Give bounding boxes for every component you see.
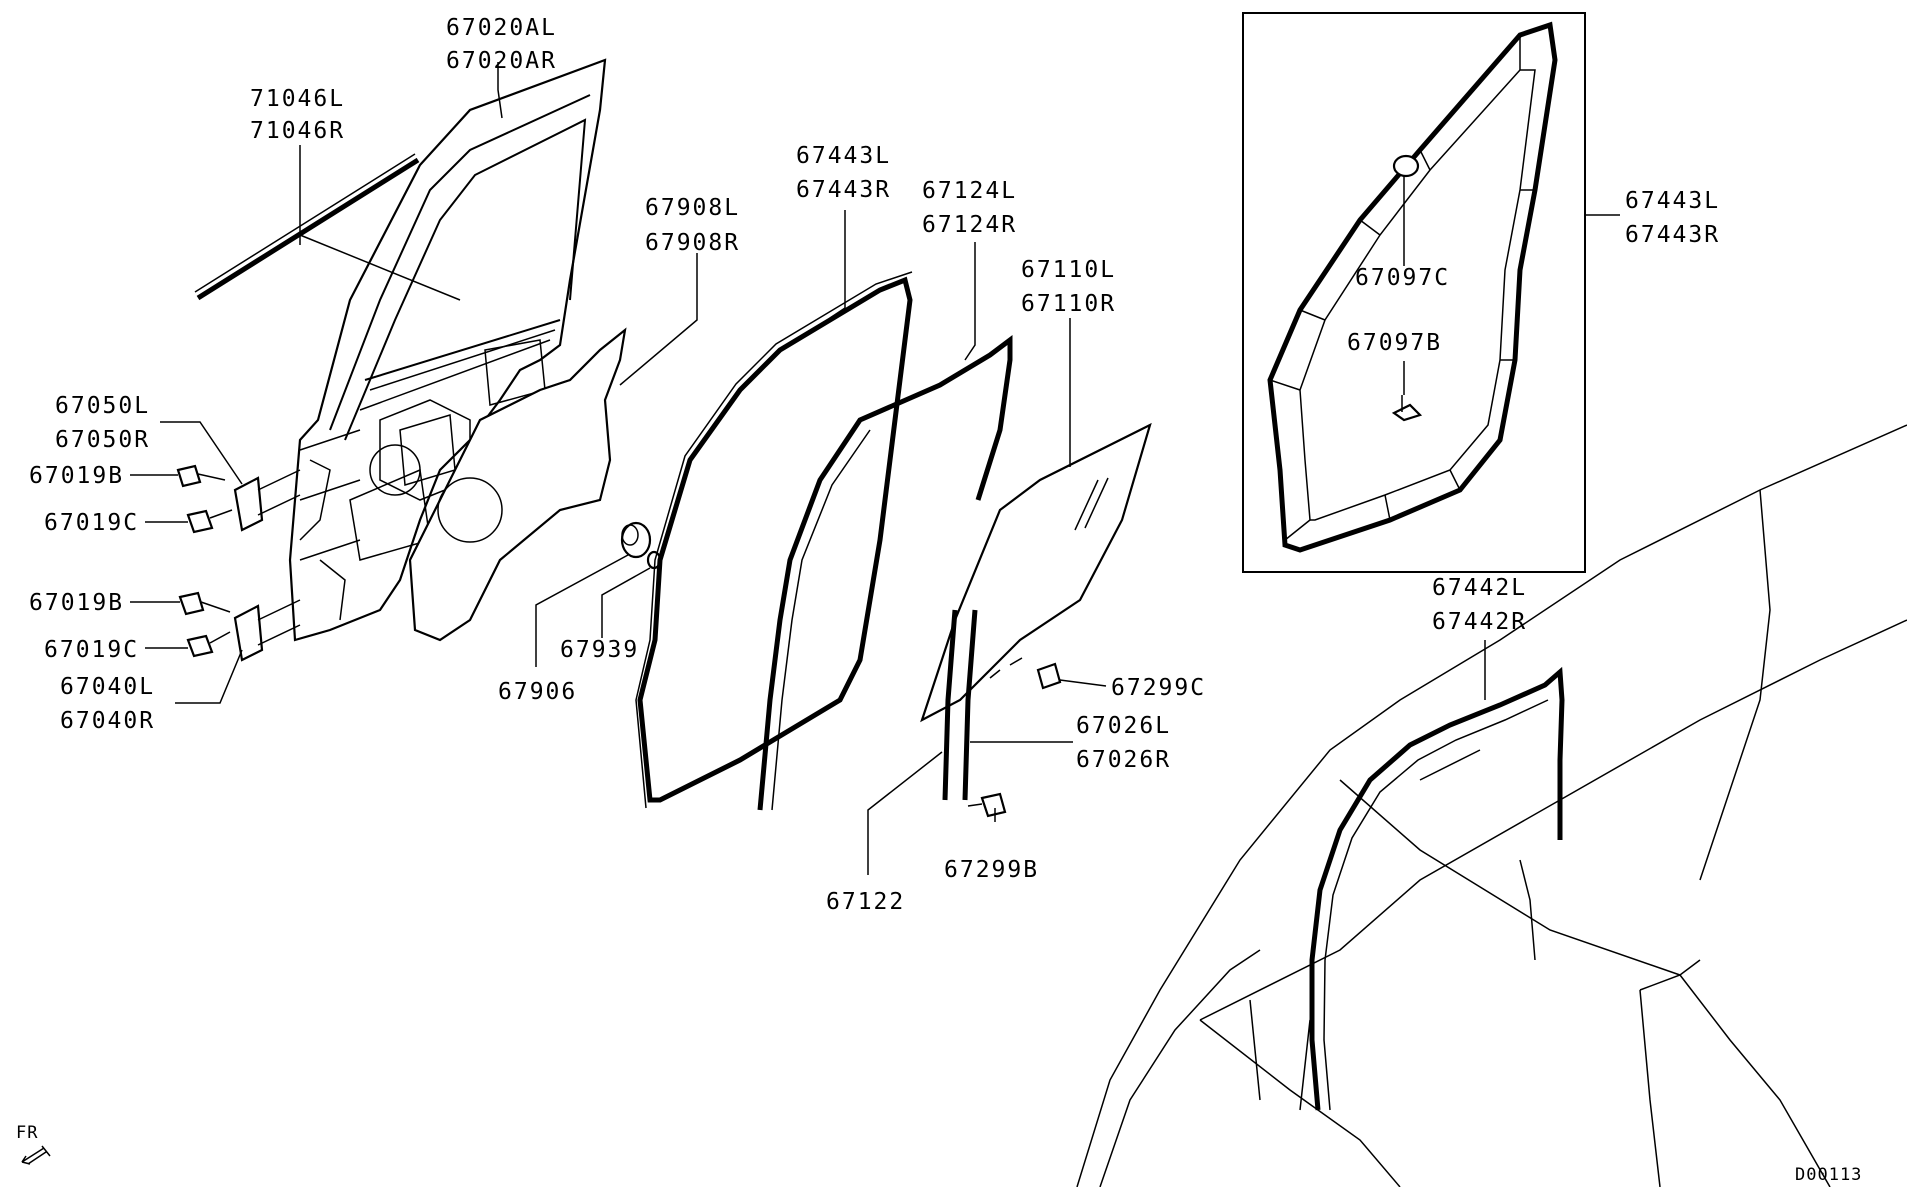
label-67019C-upper: 67019C — [44, 510, 139, 536]
callout-labels: 67020AL 67020AR 71046L 71046R 67050L 670… — [29, 15, 1720, 915]
lower-hinge-67040 — [233, 599, 301, 662]
glass-channel-67026 — [942, 609, 1023, 801]
belt-molding-71046 — [194, 153, 461, 301]
diagram-code: D00113 — [1795, 1165, 1862, 1185]
label-67019B-upper: 67019B — [29, 463, 124, 489]
front-direction-marker: FR — [16, 1123, 51, 1165]
label-67299C: 67299C — [1111, 675, 1206, 701]
label-71046R: 71046R — [250, 118, 345, 144]
label-67906: 67906 — [498, 679, 577, 705]
grommet-67906 — [620, 521, 652, 559]
label-67050L: 67050L — [55, 393, 150, 419]
label-67040R: 67040R — [60, 708, 155, 734]
label-67939: 67939 — [560, 637, 639, 663]
opening-weatherstrip-67443 — [635, 271, 913, 809]
upper-hinge-67050 — [233, 469, 301, 532]
label-67443R: 67443R — [796, 177, 891, 203]
label-67050R: 67050R — [55, 427, 150, 453]
glass-run-channel-67124 — [757, 335, 1013, 811]
label-71046L: 71046L — [250, 86, 345, 112]
label-67442L: 67442L — [1432, 575, 1527, 601]
door-glass-67110 — [920, 422, 1152, 723]
inset-weatherstrip-detail — [1242, 12, 1586, 573]
label-67443L: 67443L — [796, 143, 891, 169]
label-67020AR: 67020AR — [446, 48, 557, 74]
bolt-67019C-lower — [186, 631, 231, 658]
bolt-67299B — [967, 792, 1007, 818]
label-67299B: 67299B — [944, 857, 1039, 883]
label-67019C-lower: 67019C — [44, 637, 139, 663]
label-67026R: 67026R — [1076, 747, 1171, 773]
bolt-67019B-lower — [178, 591, 231, 616]
sealing-sheet-67908 — [408, 327, 627, 642]
label-67026L: 67026L — [1076, 713, 1171, 739]
bolt-67019B-upper — [176, 464, 226, 488]
label-67124R: 67124R — [922, 212, 1017, 238]
bolt-67019C-upper — [186, 509, 233, 534]
label-67110R: 67110R — [1021, 291, 1116, 317]
label-67020AL: 67020AL — [446, 15, 557, 41]
label-67908R: 67908R — [645, 230, 740, 256]
label-67908L: 67908L — [645, 195, 740, 221]
label-67097B: 67097B — [1347, 330, 1442, 356]
label-inset-67443L: 67443L — [1625, 188, 1720, 214]
label-inset-67443R: 67443R — [1625, 222, 1720, 248]
label-67124L: 67124L — [922, 178, 1017, 204]
leader-lines — [130, 62, 1620, 875]
bolt-67299C — [1036, 662, 1062, 690]
label-67122: 67122 — [826, 889, 905, 915]
fr-label: FR — [16, 1123, 38, 1143]
label-67097C: 67097C — [1355, 265, 1450, 291]
label-67442R: 67442R — [1432, 609, 1527, 635]
label-67040L: 67040L — [60, 674, 155, 700]
label-67110L: 67110L — [1021, 257, 1116, 283]
label-67019B-lower: 67019B — [29, 590, 124, 616]
roof-weatherstrip-67442 — [1309, 666, 1565, 1111]
